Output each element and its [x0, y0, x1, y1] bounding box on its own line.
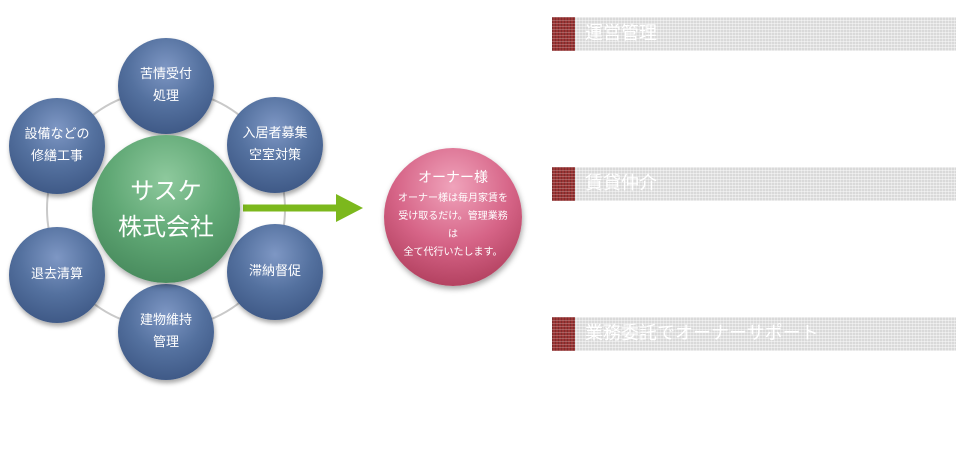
company-name-line: 株式会社 [118, 213, 214, 241]
heading-marker [552, 167, 575, 201]
service-complaints: 苦情受付 処理 [118, 38, 214, 134]
service-label-line: 退去清算 [30, 267, 83, 282]
service-label-line: 苦情受付 [139, 67, 192, 82]
section-heading-management: 運営管理 [552, 17, 956, 51]
heading-marker [552, 317, 575, 351]
arrow-head [336, 194, 363, 222]
section-heading-label: 業務委託でオーナーサポート [585, 323, 819, 344]
service-label-line: 修繕工事 [30, 149, 83, 164]
center-company-node: サスケ 株式会社 [92, 135, 240, 283]
service-label-line: 処理 [152, 89, 179, 104]
owner-node: オーナー様 オーナー様は毎月家賃を 受け取るだけ。管理業務は 全て代行いたします… [384, 148, 522, 286]
section-heading-brokerage: 賃貸仲介 [552, 167, 956, 201]
heading-marker [552, 17, 575, 51]
owner-title: オーナー様 [418, 170, 488, 186]
service-repair-work: 設備などの 修繕工事 [9, 98, 105, 194]
owner-description-line: オーナー様は毎月家賃を [398, 193, 508, 204]
section-heading-label: 運営管理 [585, 23, 657, 44]
service-building-maintenance: 建物維持 管理 [118, 284, 214, 380]
owner-description: オーナー様は毎月家賃を 受け取るだけ。管理業務は 全て代行いたします。 [384, 190, 522, 262]
service-moveout-settlement: 退去清算 [9, 227, 105, 323]
service-label-line: 入居者募集 [242, 126, 308, 141]
section-heading-label: 賃貸仲介 [585, 173, 657, 194]
service-tenant-recruitment: 入居者募集 空室対策 [227, 97, 323, 193]
service-label-line: 設備などの [24, 127, 90, 142]
service-label-line: 管理 [152, 335, 179, 350]
section-heading-owner-support: 業務委託でオーナーサポート [552, 317, 956, 351]
company-name-line: サスケ [130, 177, 202, 205]
service-label-line: 空室対策 [248, 148, 301, 163]
owner-description-line: 全て代行いたします。 [403, 247, 503, 258]
service-arrears-collection: 滞納督促 [227, 224, 323, 320]
service-label-line: 建物維持 [139, 313, 192, 328]
service-label-line: 滞納督促 [248, 264, 301, 279]
owner-description-line: 受け取るだけ。管理業務は [398, 211, 508, 240]
